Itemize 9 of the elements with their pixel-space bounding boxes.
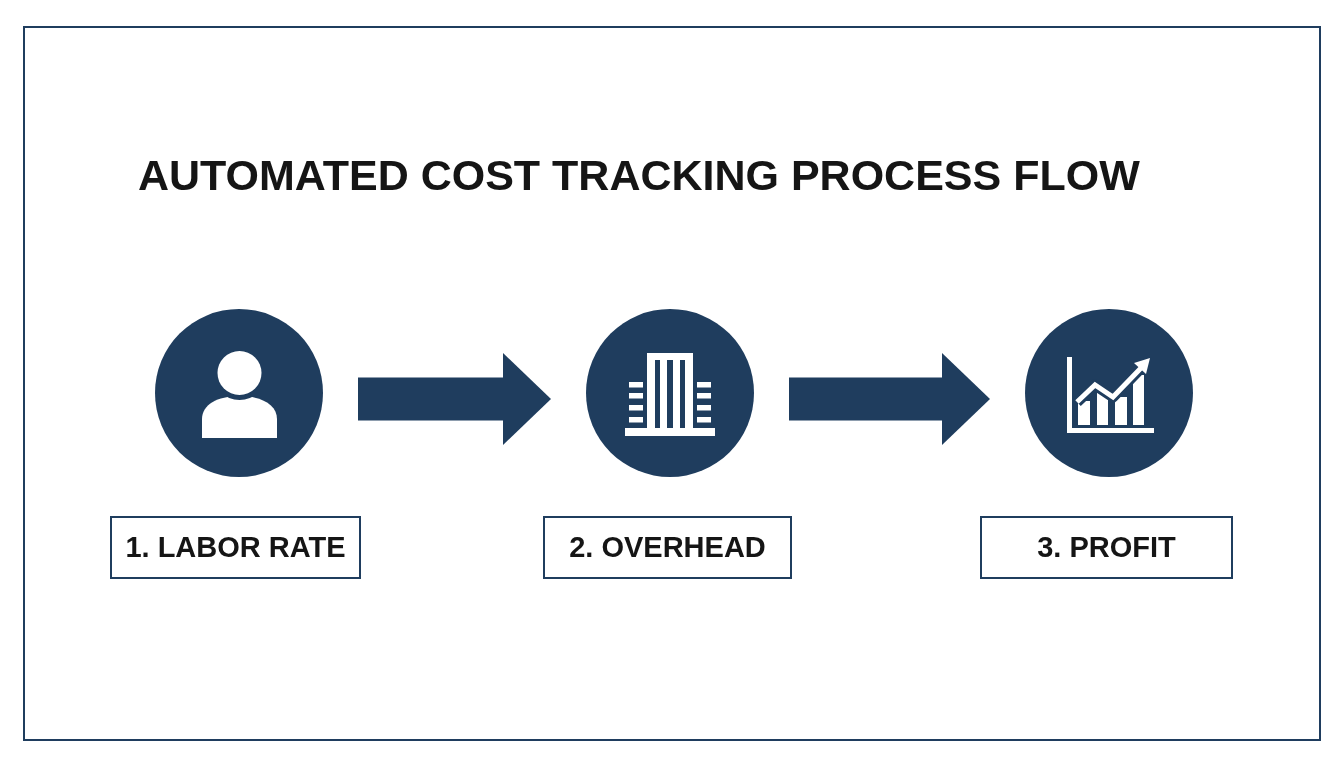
step-box <box>543 516 792 579</box>
step-label: 3. PROFIT <box>1037 531 1176 564</box>
arrow <box>358 353 551 445</box>
step-box <box>980 516 1233 579</box>
diagram-title: AUTOMATED COST TRACKING PROCESS FLOW <box>138 154 1140 197</box>
step-label: 1. LABOR RATE <box>125 531 346 564</box>
arrow <box>789 353 990 445</box>
step-label: 2. OVERHEAD <box>569 531 766 564</box>
step-box <box>110 516 361 579</box>
